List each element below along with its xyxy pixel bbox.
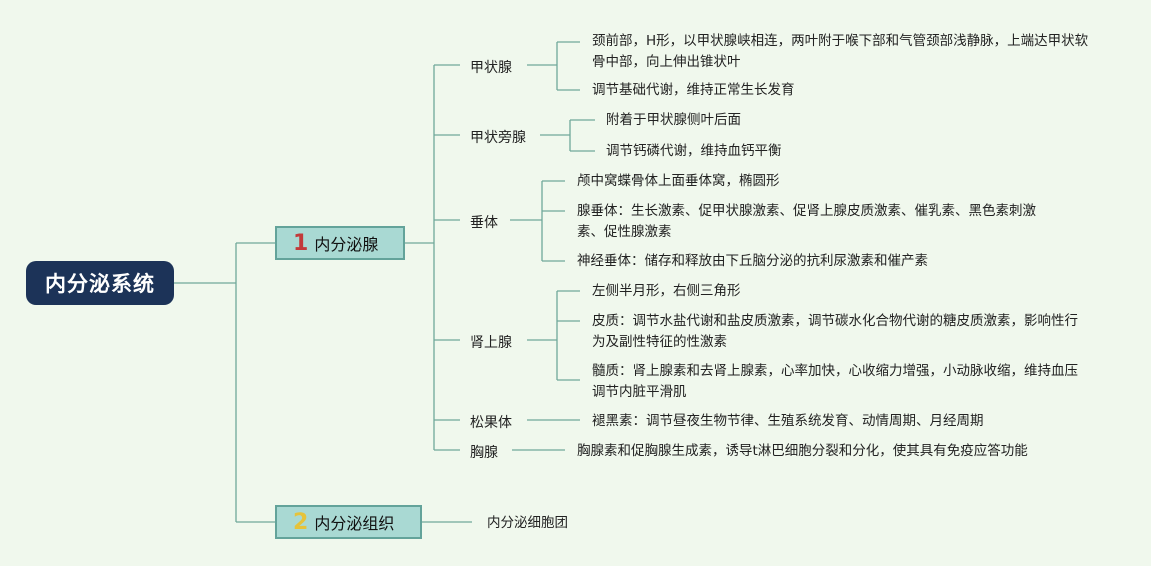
leaf-parathyroid-function: 调节钙磷代谢，维持血钙平衡 [606,143,782,159]
leaf-adrenal-medulla: 髓质：肾上腺素和去肾上腺素，心率加快，心收缩力增强，小动脉收缩，维持血压调节内脏… [592,363,1078,400]
main-node-tissue[interactable]: 2 内分泌组织 [275,505,422,539]
gland-node-pituitary[interactable]: 垂体 [470,215,498,231]
main-label: 内分泌组织 [314,514,395,533]
leaf-pituitary-location: 颅中窝蝶骨体上面垂体窝，椭圆形 [577,173,780,189]
leaf-adrenal-shape: 左侧半月形，右侧三角形 [592,283,741,299]
leaf-parathyroid-location: 附着于甲状腺侧叶后面 [606,112,741,128]
main-node-glands[interactable]: 1 内分泌腺 [275,226,405,260]
leaf-adrenal-cortex: 皮质：调节水盐代谢和盐皮质激素，调节碳水化合物代谢的糖皮质激素，影响性行为及副性… [592,313,1078,350]
leaf-thyroid-function: 调节基础代谢，维持正常生长发育 [592,82,795,98]
leaf-adenohypophysis: 腺垂体：生长激素、促甲状腺激素、促肾上腺皮质激素、催乳素、黑色素刺激素、促性腺激… [577,203,1036,240]
number-badge: 1 [293,230,309,256]
leaf-thymus-function: 胸腺素和促胸腺生成素，诱导t淋巴细胞分裂和分化，使其具有免疫应答功能 [577,443,1028,459]
main-label: 内分泌腺 [314,235,379,254]
leaf-tissue: 内分泌细胞团 [487,515,568,531]
gland-node-adrenal[interactable]: 肾上腺 [470,335,512,351]
gland-node-pineal[interactable]: 松果体 [470,415,512,431]
gland-node-thyroid[interactable]: 甲状腺 [470,60,512,76]
leaf-neurohypophysis: 神经垂体：储存和释放由下丘脑分泌的抗利尿激素和催产素 [577,253,928,269]
root-node[interactable]: 内分泌系统 [26,261,174,305]
leaf-pineal-function: 褪黑素：调节昼夜生物节律、生殖系统发育、动情周期、月经周期 [592,413,984,429]
gland-node-parathyroid[interactable]: 甲状旁腺 [470,130,526,146]
leaf-thyroid-location: 颈前部，H形，以甲状腺峡相连，两叶附于喉下部和气管颈部浅静脉，上端达甲状软骨中部… [592,33,1089,70]
number-badge: 2 [293,509,309,535]
gland-node-thymus[interactable]: 胸腺 [470,445,498,461]
root-label: 内分泌系统 [45,272,155,296]
